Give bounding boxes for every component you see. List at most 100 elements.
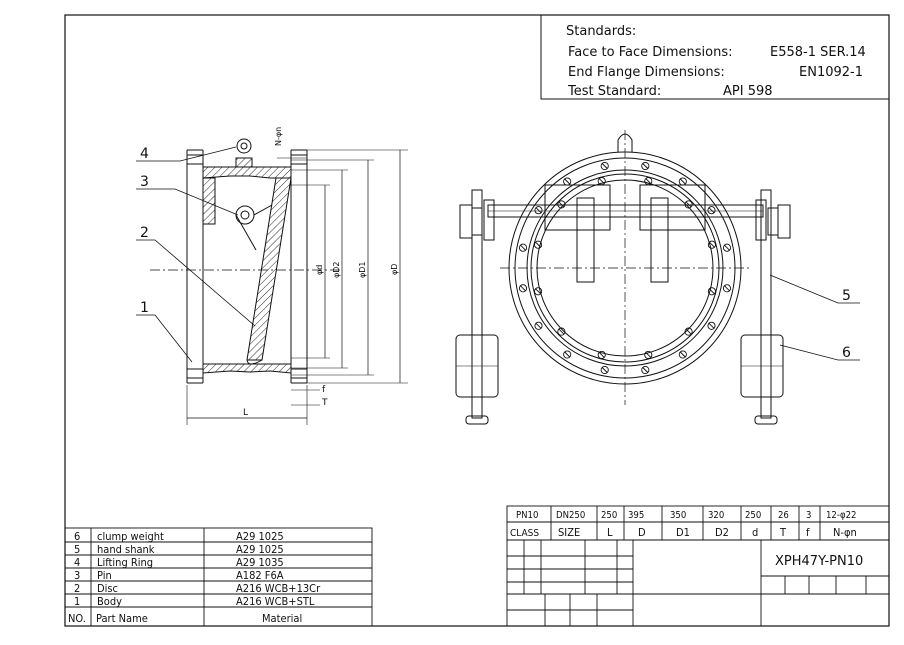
bolt-hole-cross	[709, 241, 715, 248]
dim-label: φD1	[358, 261, 367, 278]
standards-block: Standards: Face to Face Dimensions: E558…	[540, 15, 889, 100]
bolt-hole-cross	[679, 178, 686, 185]
bolt-hole	[641, 365, 650, 375]
bolt-hole	[534, 240, 543, 249]
standards-row-label: Face to Face Dimensions:	[568, 45, 733, 60]
spec-header: SIZE	[558, 526, 580, 539]
bolt-hole	[563, 177, 572, 186]
dim-label: N-φn	[274, 127, 283, 146]
bolt-hole	[678, 350, 687, 359]
standards-row-value: API 598	[723, 84, 773, 99]
part-material: A29 1035	[236, 556, 284, 569]
part-number: 5	[74, 543, 80, 556]
spec-value: PN10	[516, 510, 538, 521]
bolt-holes	[518, 161, 732, 375]
section-callouts: 4 3 2 1	[140, 146, 149, 316]
standards-row-value: E558-1 SER.14	[770, 45, 866, 60]
standards-row-label: Test Standard:	[567, 84, 661, 99]
spec-value: 3	[806, 510, 811, 521]
spec-header-row: CLASS SIZE L D D1 D2 d T f N-φn	[510, 526, 857, 539]
bolt-hole-cross	[708, 322, 715, 329]
model-number: XPH47Y-PN10	[775, 554, 863, 569]
bolt-hole	[644, 177, 653, 186]
bolt-hole-cross	[709, 288, 715, 295]
standards-row-label: End Flange Dimensions:	[568, 65, 725, 80]
bolt-hole-cross	[645, 352, 652, 358]
spec-value: 26	[778, 510, 789, 521]
standards-row-value: EN1092-1	[799, 65, 863, 80]
dim-label: φD2	[332, 261, 341, 278]
part-material: A29 1025	[236, 543, 284, 556]
bolt-hole	[678, 177, 687, 186]
parts-header-name: Part Name	[96, 612, 148, 625]
bolt-hole-cross	[535, 207, 542, 214]
parts-header: NO. Part Name Material	[68, 612, 302, 625]
dim-label: L	[243, 408, 248, 418]
spec-value: 350	[670, 510, 686, 521]
bolt-hole	[518, 284, 528, 293]
bolt-hole	[707, 321, 716, 330]
bolt-hole-cross	[724, 244, 730, 251]
bolt-hole-cross	[679, 351, 686, 358]
bolt-hole-cross	[685, 328, 692, 335]
front-view	[455, 130, 860, 425]
bolt-hole-cross	[535, 322, 542, 329]
bolt-hole	[722, 284, 732, 293]
part-number: 4	[74, 556, 80, 569]
dim-label: T	[321, 398, 328, 408]
parts-header-no: NO.	[68, 612, 86, 625]
bolt-hole-cross	[598, 178, 605, 184]
parts-header-material: Material	[262, 612, 302, 625]
bolt-hole	[684, 327, 693, 336]
parts-table	[64, 527, 373, 627]
bolt-hole-cross	[535, 288, 541, 295]
bolt-hole-cross	[564, 351, 571, 358]
bolt-hole	[597, 350, 606, 359]
part-number: 6	[74, 530, 80, 543]
dim-label: f	[322, 385, 326, 395]
bolt-hole	[641, 161, 650, 171]
spec-header: d	[752, 526, 758, 539]
bolt-hole	[684, 200, 693, 209]
part-name: Disc	[97, 582, 118, 595]
bolt-hole	[722, 243, 732, 252]
bolt-hole-cross	[642, 163, 649, 169]
bolt-hole	[707, 287, 716, 296]
part-name: clump weight	[97, 530, 164, 543]
front-callouts: 5 6	[842, 288, 851, 361]
spec-header: T	[779, 526, 787, 539]
part-number: 3	[74, 569, 80, 582]
bolt-hole	[600, 365, 609, 375]
spec-value: 395	[628, 510, 644, 521]
bolt-hole	[534, 206, 543, 215]
spec-value: 250	[745, 510, 761, 521]
bolt-hole-cross	[520, 285, 526, 292]
spec-values-row: PN10 DN250 250 395 350 320 250 26 3 12-φ…	[516, 510, 856, 521]
spec-value: 12-φ22	[826, 510, 856, 521]
spec-value: 250	[601, 510, 617, 521]
callout-label: 1	[140, 300, 149, 316]
bolt-hole-cross	[520, 244, 526, 251]
part-number: 2	[74, 582, 80, 595]
callout-label: 6	[842, 345, 851, 361]
spec-value: 320	[708, 510, 724, 521]
callout-label: 5	[842, 288, 851, 304]
bolt-hole-cross	[601, 163, 608, 169]
dim-label: φd	[315, 265, 324, 275]
bolt-hole-cross	[558, 201, 565, 208]
part-name: Body	[97, 595, 122, 608]
dim-label: φD	[390, 264, 399, 275]
bolt-hole	[518, 243, 528, 252]
bolt-hole	[600, 161, 609, 171]
bolt-hole-cross	[685, 201, 692, 208]
part-material: A216 WCB+13Cr	[236, 582, 321, 595]
spec-header: D2	[715, 526, 729, 539]
callout-label: 2	[140, 225, 149, 241]
spec-header: CLASS	[510, 528, 539, 539]
bolt-hole-cross	[708, 207, 715, 214]
spec-table	[506, 505, 890, 627]
spec-header: f	[806, 526, 810, 539]
bolt-hole	[557, 327, 566, 336]
spec-header: D1	[676, 526, 690, 539]
